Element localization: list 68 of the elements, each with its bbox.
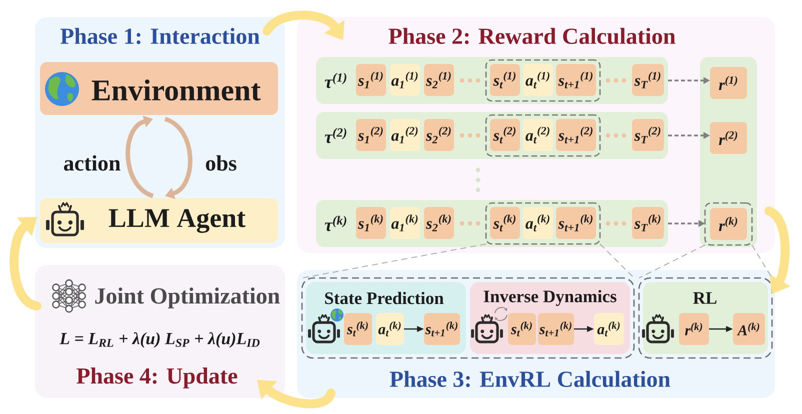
- arrow: [574, 326, 594, 332]
- state-box: s$_{1}$(2): [356, 119, 386, 151]
- state-box: s$_{2}$(k): [424, 207, 454, 239]
- zoom-line: [638, 244, 706, 278]
- state-box: s$_{T}$(2): [632, 119, 664, 151]
- state-box: s$_{1}$(1): [356, 64, 386, 96]
- module-title: RL: [693, 292, 716, 304]
- action-box: a$_{1}$(k): [390, 207, 420, 239]
- state-box: s$_{t}$(2): [490, 119, 520, 151]
- dashed-arrow: [668, 220, 705, 227]
- state-box: s$_{t+1}$(2): [556, 119, 596, 151]
- action-box: a$_{t}$(k): [376, 313, 404, 345]
- state-box: s$_{1}$(k): [356, 207, 386, 239]
- state-box: s$_{2}$(2): [424, 119, 454, 151]
- curved-arrow: [262, 10, 344, 40]
- zoom-line: [600, 244, 634, 278]
- dashed-group-box: [301, 277, 635, 359]
- state-box: s$_{t}$(k): [490, 207, 520, 239]
- zoom-line: [302, 244, 486, 278]
- state-box: s$_{t}$(k): [344, 313, 372, 345]
- phase-title: Phase 4: Update: [76, 368, 238, 388]
- state-box: s$_{T}$(1): [632, 64, 664, 96]
- module-title: Inverse Dynamics: [484, 290, 616, 306]
- edge-label: obs: [206, 155, 236, 171]
- agent-box: LLM Agent: [40, 198, 278, 243]
- state-box: s$_{2}$(1): [424, 64, 454, 96]
- action-box: a$_{1}$(2): [390, 119, 420, 151]
- dashed-group-box: [485, 202, 601, 245]
- reward-box: r$^{(2)}$: [710, 122, 747, 154]
- cycle-arrow: [164, 116, 192, 199]
- zoom-line: [752, 244, 772, 278]
- loss-formula: L = L$_{RL}$ + λ(u) L$_{SP}$ + λ(u)L$_{ID}$: [59, 332, 260, 348]
- state-box: s$_{t}$(k): [508, 313, 536, 345]
- edge-label: action: [64, 155, 120, 171]
- dashed-group-box: [485, 114, 601, 157]
- arrow: [709, 326, 733, 332]
- reward-box: r$^{(1)}$: [710, 67, 747, 99]
- environment-box: Environment: [40, 62, 278, 115]
- state-box: s$_{t+1}$(k): [424, 313, 460, 345]
- phase-title: Phase 1: Interaction: [60, 28, 260, 44]
- action-box: a$_{1}$(1): [390, 64, 420, 96]
- trajectory-label: τ$^{(2)}$: [324, 128, 346, 144]
- curved-arrow: [764, 206, 790, 294]
- trajectory-label: τ$^{(k)}$: [324, 216, 346, 232]
- trajectory-label: τ$^{(1)}$: [324, 72, 346, 88]
- action-box: a$_{t}$(2): [523, 119, 553, 151]
- dashed-group-box: [485, 59, 601, 102]
- state-box: s$_{t+1}$(k): [556, 207, 596, 239]
- reward-box: r$^{(k)}$: [679, 313, 709, 345]
- phase-title: Phase 2: Reward Calculation: [388, 28, 676, 44]
- dashed-arrow: [668, 132, 710, 139]
- action-box: a$_{t}$(1): [523, 64, 553, 96]
- state-box: s$_{T}$(k): [632, 207, 664, 239]
- action-box: a$_{t}$(k): [523, 207, 553, 239]
- state-box: s$_{t+1}$(k): [538, 313, 574, 345]
- arrow: [404, 326, 424, 332]
- phase-title: Phase 3: EnvRL Calculation: [390, 370, 670, 388]
- dashed-group-box: [704, 202, 753, 246]
- advantage-box: A$^{(k)}$: [733, 313, 765, 345]
- action-box: a$_{t}$(k): [594, 313, 624, 345]
- panel-heading: Joint Optimization: [95, 288, 280, 308]
- cycle-arrow: [126, 116, 154, 198]
- state-box: s$_{t}$(1): [490, 64, 520, 96]
- state-box: s$_{t+1}$(1): [556, 64, 596, 96]
- reward-box: r$^{(k)}$: [710, 208, 747, 240]
- dashed-arrow: [668, 77, 710, 84]
- module-title: State Prediction: [325, 292, 444, 304]
- curved-arrow: [10, 217, 42, 310]
